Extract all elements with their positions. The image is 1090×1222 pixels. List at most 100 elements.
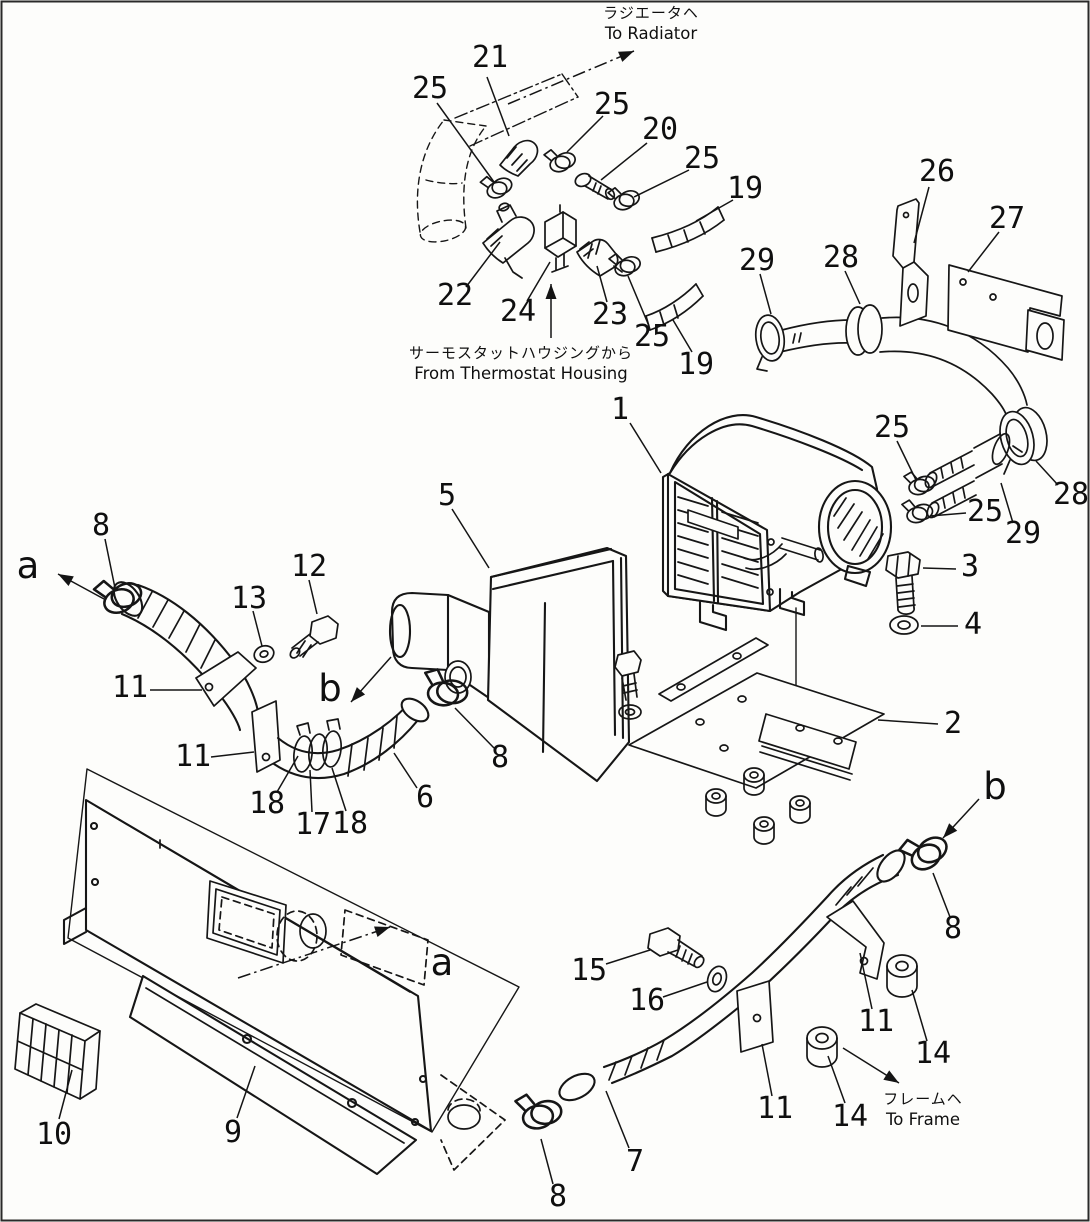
rubber-spacers	[705, 767, 811, 845]
arrowhead-icon	[351, 687, 366, 702]
strap-bracket-part-11-right	[826, 900, 885, 980]
arrowhead-icon	[58, 574, 74, 586]
leader-line	[633, 169, 690, 198]
callout-label: 10	[36, 1117, 72, 1152]
callout-label: 8	[549, 1179, 567, 1214]
washer-part-13	[253, 644, 275, 664]
leader-line	[695, 199, 734, 222]
leader-line	[759, 273, 772, 315]
leader-line	[605, 1090, 630, 1149]
callout-label: 13	[231, 581, 267, 616]
leader-line	[252, 610, 263, 647]
callout-label: 22	[437, 278, 473, 313]
callout-label: 11	[858, 1004, 894, 1039]
bracket-part-27	[947, 264, 1065, 361]
callout-label: 25	[874, 410, 910, 445]
callout-label: 25	[634, 319, 670, 354]
bracket-part-11-lower	[736, 980, 774, 1053]
leader-line	[761, 1043, 773, 1097]
callout-label: 29	[739, 243, 775, 278]
hose-nipple-part-21	[499, 139, 539, 177]
arrowhead-icon	[943, 823, 958, 838]
callout-label: 27	[989, 201, 1025, 236]
callout-label: 8	[491, 740, 509, 775]
callout-label: 11	[112, 670, 148, 705]
callout-label: 4	[964, 607, 982, 642]
leader-line	[1035, 460, 1059, 486]
callout-label: 5	[438, 478, 456, 513]
callout-label: 23	[592, 297, 628, 332]
arrowhead-icon	[618, 51, 634, 62]
leader-line	[929, 512, 967, 517]
callout-label: 14	[915, 1036, 951, 1071]
leader-line	[967, 231, 1000, 273]
callout-label: 25	[684, 141, 720, 176]
leader-line	[309, 769, 313, 813]
callout-label: 19	[727, 171, 763, 206]
leader-line	[629, 422, 662, 474]
annotation-english: From Thermostat Housing	[414, 364, 627, 383]
leader-lines-layer	[58, 76, 1059, 1185]
tee-fitting-part-22	[482, 202, 535, 279]
leader-line	[844, 270, 861, 305]
leader-line	[913, 186, 930, 244]
panel-part-9	[128, 974, 418, 1176]
hose-part-19-lower	[645, 283, 704, 331]
callout-label: 17	[295, 807, 331, 842]
bulkhead-panel	[62, 798, 433, 1133]
bracket-part-26	[892, 198, 929, 327]
leader-line	[896, 440, 917, 481]
annotation-english: To Radiator	[604, 24, 698, 43]
hose-part-6	[272, 697, 430, 780]
leader-line	[672, 319, 693, 353]
callout-label: 15	[571, 953, 607, 988]
annotation-japanese: フレームヘ	[883, 1090, 963, 1108]
leader-line	[454, 707, 495, 749]
annotation-japanese: サーモスタットハウジングから	[409, 344, 633, 362]
barb-fitting-part-23	[576, 238, 623, 277]
leader-line	[932, 872, 951, 918]
view-letter: b	[318, 667, 342, 710]
leader-line	[331, 767, 347, 812]
leader-line	[308, 579, 318, 615]
heater-core-pipes	[924, 432, 1011, 519]
callout-label: 28	[1053, 477, 1089, 512]
view-arrow	[237, 926, 391, 979]
leader-line	[465, 241, 501, 288]
phantom-radiator-elbow	[416, 119, 487, 243]
spacer-part-14-upper	[886, 954, 918, 998]
phantom-floor-outline	[67, 768, 520, 1133]
leader-line	[486, 76, 510, 137]
callout-label: 1	[611, 392, 629, 427]
leader-line	[627, 275, 650, 327]
bracket-part-11-mid	[251, 700, 281, 773]
leader-line	[58, 1069, 73, 1120]
valve-fitting-part-24	[544, 204, 577, 273]
bolt-part-12	[289, 615, 339, 659]
leader-line	[827, 1055, 846, 1104]
grille-part-10	[14, 1003, 101, 1100]
leader-line	[451, 508, 490, 569]
leader-line	[922, 567, 957, 570]
arrowhead-icon	[374, 926, 390, 937]
leader-line	[526, 261, 551, 302]
heater-unit-part-1	[661, 414, 893, 701]
spacer-part-14-lower	[806, 1026, 838, 1068]
bolt-part-20	[574, 172, 616, 201]
callout-label: 26	[919, 154, 955, 189]
callout-label: 18	[249, 786, 285, 821]
callout-label: 11	[757, 1091, 793, 1126]
leader-line	[276, 755, 299, 793]
callout-label: 20	[642, 112, 678, 147]
callout-label: 7	[626, 1144, 644, 1179]
callout-label: 6	[416, 780, 434, 815]
leader-line	[1000, 482, 1014, 524]
bracket-part-11-upper	[195, 651, 257, 707]
washer-part-4	[889, 615, 919, 635]
leader-line	[662, 981, 708, 998]
leader-line	[393, 752, 418, 789]
leader-line	[566, 115, 604, 153]
callout-label: 16	[629, 983, 665, 1018]
